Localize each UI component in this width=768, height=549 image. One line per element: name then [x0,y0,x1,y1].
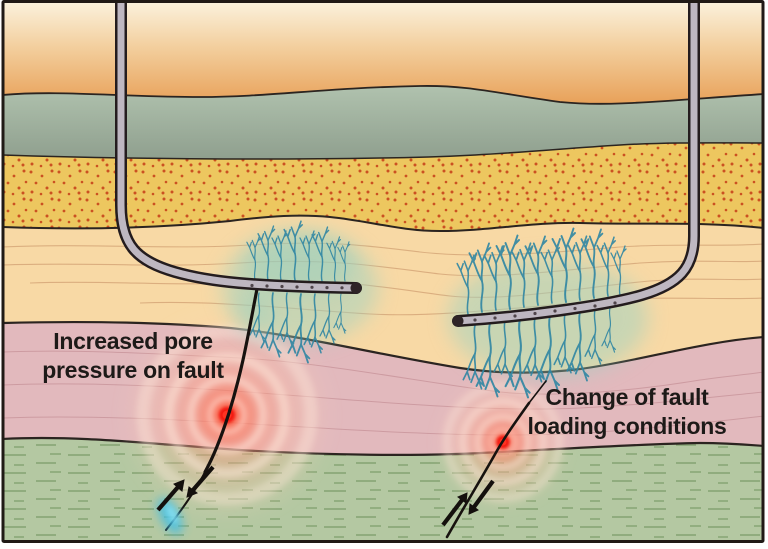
injection-well-right [452,1,700,327]
injection-well-left [115,1,362,294]
slip-arrow [441,498,464,527]
fault-right [445,380,547,539]
perforations-right [473,301,617,322]
label-line: pressure on fault [42,357,224,383]
slip-arrow [156,485,180,512]
slip-arrow [191,465,215,492]
label-line: loading conditions [527,413,727,439]
pore-pressure-glow [157,497,183,535]
slip-arrows-right [441,479,495,527]
slip-arrows-left [156,465,215,512]
label-change-of-fault-loading: Change of fault loading conditions [518,383,736,441]
label-increased-pore-pressure: Increased pore pressure on fault [26,327,240,385]
well-end-left [350,282,362,294]
label-line: Increased pore [53,328,213,354]
slip-arrow [472,479,495,509]
perforations-left [250,283,344,290]
label-line: Change of fault [545,384,709,410]
well-end-right [452,315,464,327]
